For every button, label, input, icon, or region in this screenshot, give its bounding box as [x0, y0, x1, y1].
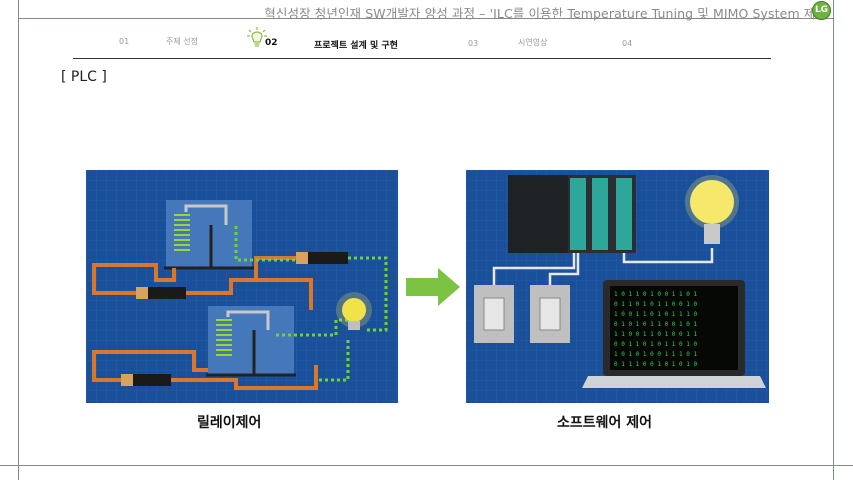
section-label: [ PLC ]: [61, 69, 107, 85]
top-frame-line: [18, 18, 833, 19]
relay-control-image: [86, 170, 398, 403]
svg-text:0 1 1 0 1 0 1 1 0 0 1 0: 0 1 1 0 1 0 1 1 0 0 1 0: [614, 301, 697, 308]
nav-item-03-label[interactable]: 시연영상: [518, 38, 548, 47]
svg-text:0 0 1 1 0 1 0 1 1 0 1 0: 0 0 1 1 0 1 0 1 1 0 1 0: [614, 341, 697, 348]
nav-item-04-num[interactable]: 04: [622, 39, 633, 48]
svg-text:1 0 1 1 0 1 0 0 1 1 0 1: 1 0 1 1 0 1 0 0 1 1 0 1: [614, 291, 697, 298]
company-logo-icon: LG: [812, 1, 831, 20]
svg-text:1 1 0 0 1 1 0 1 0 0 1 1: 1 1 0 0 1 1 0 1 0 0 1 1: [614, 331, 697, 338]
software-control-image: 1 0 1 1 0 1 0 0 1 1 0 1 0 1 1 0 1 0 1 1 …: [466, 170, 769, 403]
svg-text:0 1 0 1 0 1 1 0 0 1 0 1: 0 1 0 1 0 1 1 0 0 1 0 1: [614, 321, 697, 328]
svg-text:0 1 1 1 0 0 1 0 1 0 1 0: 0 1 1 1 0 0 1 0 1 0 1 0: [614, 361, 697, 368]
nav-item-02-num[interactable]: 02: [265, 38, 278, 48]
right-arrow-icon: [406, 268, 460, 306]
software-control-caption: 소프트웨어 제어: [557, 415, 653, 431]
right-frame-line: [833, 0, 834, 480]
nav-divider: [73, 58, 771, 59]
nav-item-01-num[interactable]: 01: [119, 37, 130, 46]
nav-item-03-num[interactable]: 03: [468, 39, 479, 48]
nav-item-02-label[interactable]: 프로젝트 설계 및 구현: [314, 41, 398, 51]
bottom-frame-line: [0, 465, 853, 466]
svg-text:1 0 1 0 1 0 0 1 1 1 0 1: 1 0 1 0 1 0 0 1 1 1 0 1: [614, 351, 697, 358]
left-frame-line: [18, 0, 19, 480]
relay-control-caption: 릴레이제어: [197, 415, 262, 431]
svg-text:1 0 0 1 1 0 1 0 1 1 1 0: 1 0 0 1 1 0 1 0 1 1 1 0: [614, 311, 697, 318]
header-title: 혁신성장 청년인재 SW개발자 양성 과정 – 'ILC를 이용한 Temper…: [264, 6, 827, 21]
nav-item-01-label[interactable]: 주제 선정: [166, 37, 198, 46]
lightbulb-icon: [247, 27, 267, 47]
section-nav: 01 주제 선정 02 프로젝트 설계 및 구현 03 시연영상 04: [0, 34, 853, 54]
